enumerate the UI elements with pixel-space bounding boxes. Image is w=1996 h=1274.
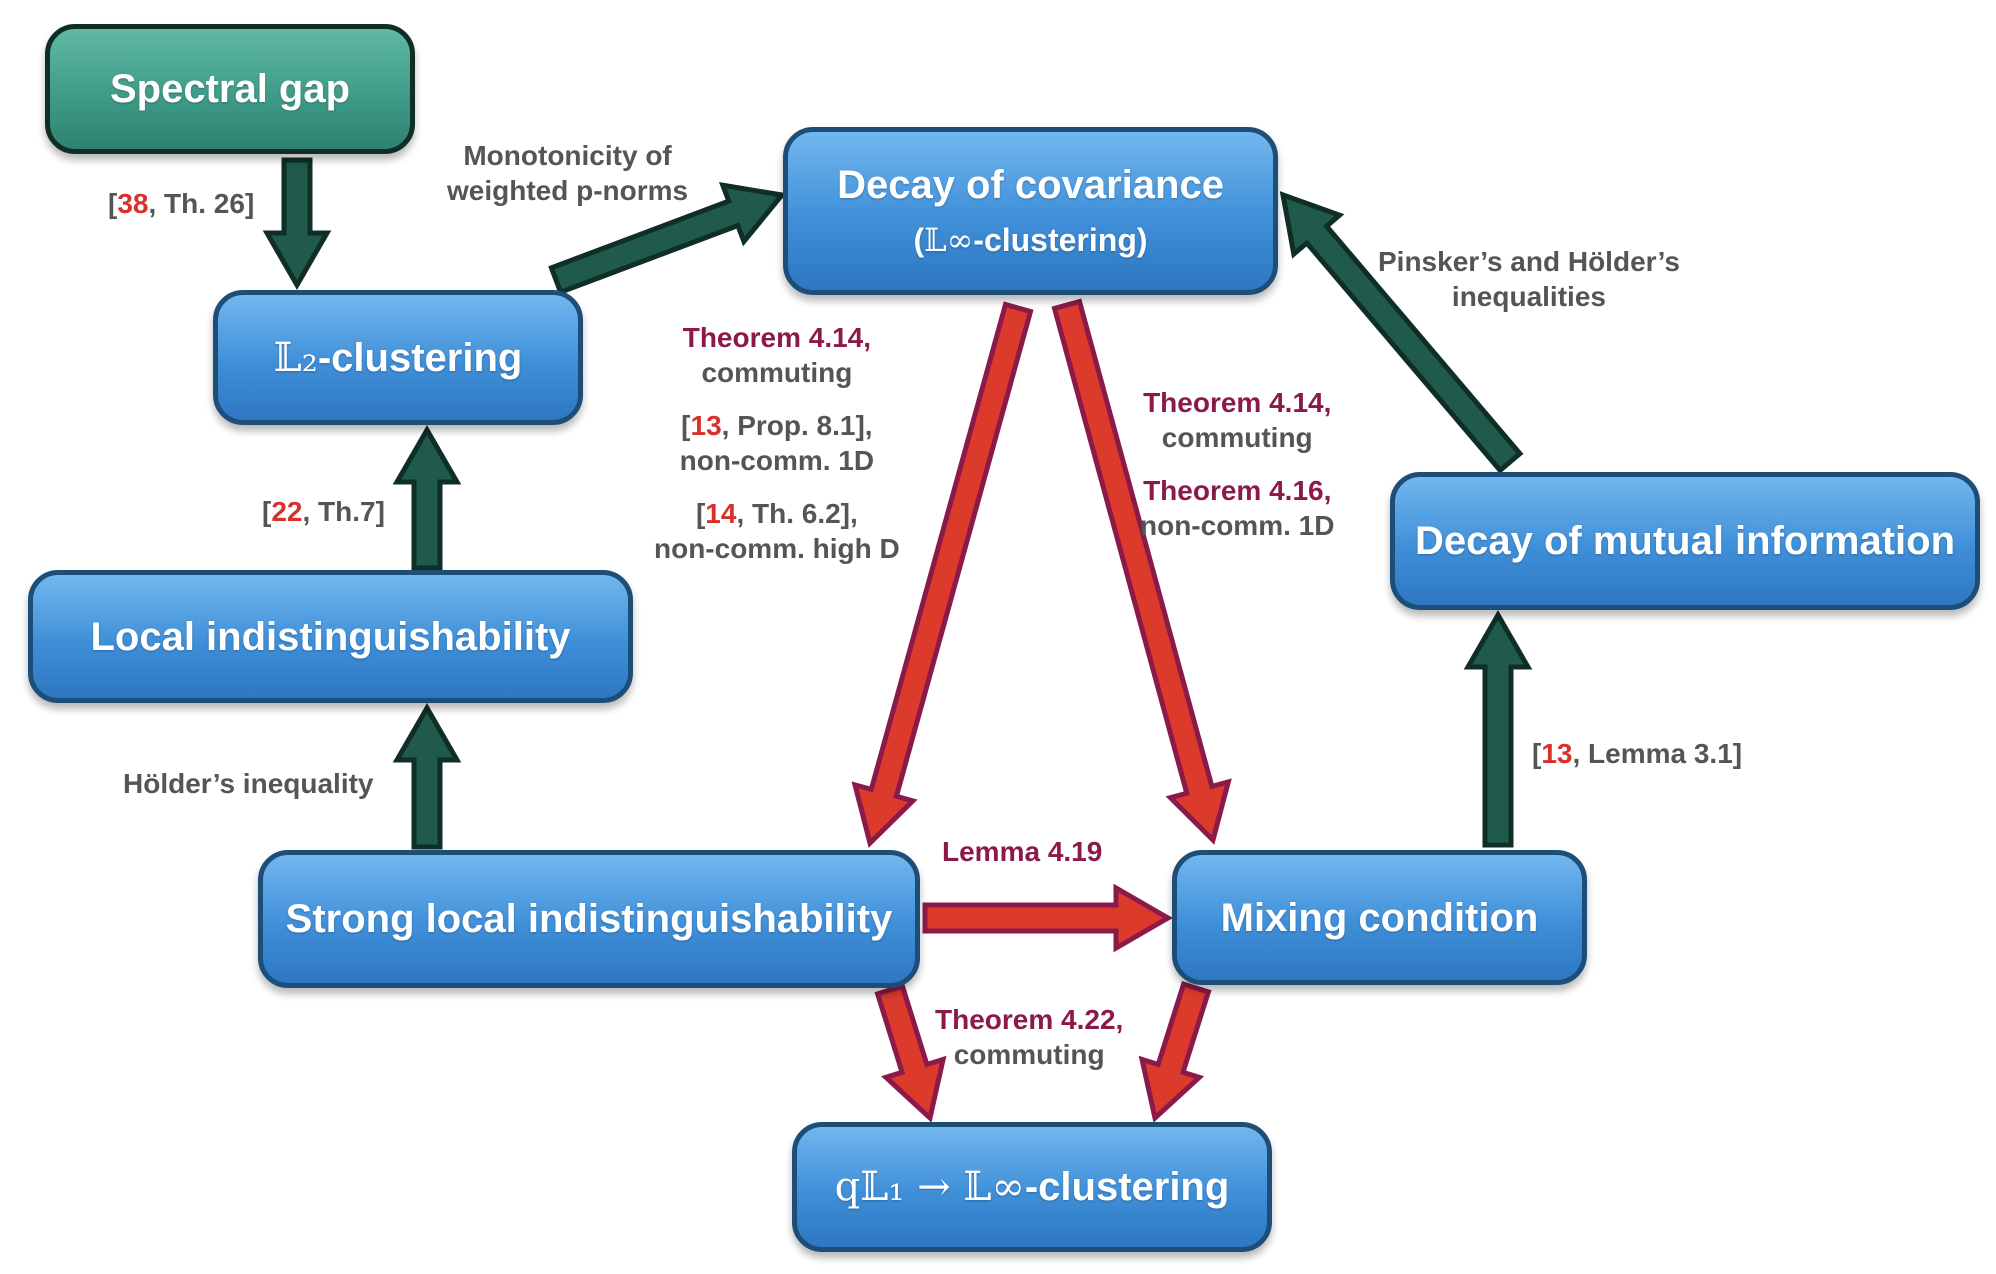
- arrow-covariance-to-strong: [851, 301, 1034, 848]
- label-pinsker-holder: Pinsker’s and Hölder’s inequalities: [1378, 246, 1680, 312]
- arrow-strong-to-ql1: [874, 982, 947, 1123]
- local-indistinguishability-box: Local indistinguishability: [28, 570, 633, 703]
- local-indistinguishability-label: Local indistinguishability: [90, 614, 571, 659]
- label-covariance-to-strong: Theorem 4.14, commuting [13, Prop. 8.1],…: [654, 322, 900, 564]
- linf-symbol: 𝕃∞: [924, 221, 974, 259]
- spectral-gap-box: Spectral gap: [45, 24, 415, 154]
- arrow-mutual-to-covariance: [1279, 191, 1524, 474]
- ql1-clustering-label: -clustering: [1024, 1165, 1230, 1209]
- arrow-strong-to-local: [392, 702, 462, 850]
- strong-local-indistinguishability-label: Strong local indistinguishability: [285, 897, 893, 941]
- l2-clustering-label: -clustering: [317, 335, 523, 380]
- linf-clustering-label: -clustering): [973, 222, 1148, 258]
- label-mixing-to-mutual: [13, Lemma 3.1]: [1532, 738, 1743, 769]
- decay-of-covariance-box: Decay of covariance (𝕃∞-clustering): [783, 127, 1278, 295]
- label-monotonicity: Monotonicity of weighted p-norms: [447, 140, 689, 206]
- mixing-condition-box: Mixing condition: [1172, 850, 1587, 985]
- decay-of-mutual-information-box: Decay of mutual information: [1390, 472, 1980, 610]
- label-covariance-to-mixing: Theorem 4.14, commuting Theorem 4.16, no…: [1140, 387, 1335, 541]
- theorem-4-14-right: Theorem 4.14,: [1143, 387, 1332, 418]
- arrow-l2-to-covariance: [548, 182, 787, 296]
- arrow-mixing-to-mutual: [1463, 609, 1533, 848]
- arrow-strong-to-mixing: [922, 883, 1174, 953]
- decay-of-mutual-information-label: Decay of mutual information: [1414, 519, 1956, 563]
- label-theorem-4-22: Theorem 4.22, commuting: [935, 1004, 1124, 1070]
- l2-symbol: 𝕃₂: [273, 334, 318, 381]
- spectral-gap-label: Spectral gap: [109, 67, 351, 111]
- label-lemma-4-19: Lemma 4.19: [942, 836, 1103, 867]
- arrow-spectral-to-l2: [262, 157, 332, 291]
- arrow-local-to-l2: [392, 424, 462, 571]
- theorem-4-22: Theorem 4.22,: [935, 1004, 1124, 1035]
- ref-13-lemma: 13: [1541, 738, 1573, 769]
- label-local-to-l2: [22, Th.7]: [262, 496, 385, 527]
- ref-14: 14: [705, 498, 737, 529]
- l2-clustering-box: 𝕃₂-clustering: [213, 290, 583, 425]
- decay-of-covariance-title: Decay of covariance: [837, 163, 1224, 207]
- arrow-covariance-to-mixing: [1051, 298, 1232, 845]
- arrow-mixing-to-ql1: [1138, 980, 1212, 1123]
- label-spectral-to-l2: [38, Th. 26]: [108, 188, 255, 219]
- ql1-to-linf-clustering-box: q𝕃₁ → 𝕃∞-clustering: [792, 1122, 1272, 1252]
- theorem-4-16: Theorem 4.16,: [1143, 475, 1332, 506]
- ref-38: 38: [117, 188, 149, 219]
- ref-22: 22: [271, 496, 303, 527]
- mixing-condition-label: Mixing condition: [1220, 895, 1539, 940]
- ql1-linf-symbol: q𝕃₁ → 𝕃∞: [834, 1164, 1025, 1210]
- ref-13-prop: 13: [690, 410, 722, 441]
- label-holder: Hölder’s inequality: [123, 768, 374, 799]
- strong-local-indistinguishability-box: Strong local indistinguishability: [258, 850, 920, 988]
- theorem-4-14-left: Theorem 4.14,: [682, 322, 872, 353]
